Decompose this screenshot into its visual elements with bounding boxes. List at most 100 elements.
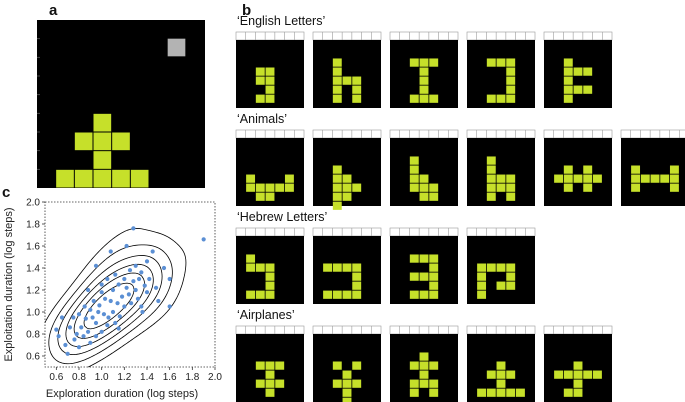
scatter-point <box>117 314 122 319</box>
scatter-point <box>59 315 65 320</box>
shape-cell <box>352 272 362 281</box>
scatter-point <box>113 320 118 326</box>
scatter-point <box>56 334 61 339</box>
shape-cell <box>419 67 429 76</box>
category-label: ‘Hebrew Letters’ <box>237 210 328 224</box>
shape-cell <box>631 183 641 192</box>
shape-cell <box>409 165 419 174</box>
scatter-point <box>82 304 87 309</box>
shape-cell <box>554 370 564 379</box>
scatter-point <box>133 263 138 268</box>
shape-cell <box>477 388 487 397</box>
shape-board <box>235 325 305 402</box>
shape-cell <box>419 94 429 103</box>
scatter-point <box>142 283 147 288</box>
scatter-point <box>126 292 131 297</box>
scatter-point <box>115 301 120 306</box>
shape-cell <box>265 76 275 85</box>
shape-cell <box>419 76 429 85</box>
shape-cell <box>265 192 275 201</box>
scatter-point <box>201 237 206 242</box>
scatter-point <box>140 309 145 315</box>
shape-cell <box>265 263 275 272</box>
scatter-point <box>136 276 142 282</box>
density-contour <box>44 228 187 368</box>
scatter-point <box>133 287 138 293</box>
shape-cell <box>496 94 506 103</box>
shape-cell <box>275 379 285 388</box>
shape-cell <box>112 132 130 151</box>
scatter-point <box>99 290 104 295</box>
scatter-point <box>167 304 172 309</box>
scatter-point <box>83 316 88 321</box>
shape-cell <box>563 58 573 67</box>
shape-cell <box>563 85 573 94</box>
shape-cell <box>563 76 573 85</box>
shape-board <box>466 31 536 108</box>
shape-cell <box>583 165 593 174</box>
y-tick-label: 1.6 <box>26 242 40 253</box>
category-label: ‘Airplanes’ <box>237 308 295 322</box>
scatter-point <box>76 312 82 317</box>
shape-cell <box>496 58 506 67</box>
y-tick-label: 1.4 <box>26 264 40 275</box>
shape-cell <box>352 290 362 299</box>
shape-board <box>466 325 536 402</box>
shape-cell <box>93 132 112 151</box>
shape-cell <box>429 388 439 397</box>
shape-cell <box>563 174 573 183</box>
shape-cell <box>429 272 439 281</box>
shape-cell <box>284 183 294 192</box>
shape-board <box>543 129 613 206</box>
scatter-point <box>79 325 84 330</box>
shape-cell <box>573 85 583 94</box>
shape-cell <box>332 85 342 94</box>
panel-label-b: b <box>242 2 252 19</box>
y-tick-label: 0.8 <box>26 330 40 341</box>
shape-cell <box>631 174 641 183</box>
scatter-point <box>101 312 107 317</box>
y-tick-label: 1.2 <box>26 286 40 297</box>
shape-cell <box>419 361 429 370</box>
shape-cell <box>496 174 506 183</box>
shape-cell <box>255 67 265 76</box>
shape-cell <box>352 361 362 370</box>
scatter-point <box>85 329 91 334</box>
shape-cell <box>332 58 342 67</box>
scatter-point <box>127 268 133 273</box>
shape-cell <box>506 67 516 76</box>
shape-cell <box>409 94 419 103</box>
shape-cell <box>419 352 429 361</box>
shape-cell <box>342 76 352 85</box>
shape-cell <box>496 281 506 290</box>
shape-cell <box>332 165 342 174</box>
shape-cell <box>506 58 516 67</box>
shape-cell <box>429 58 439 67</box>
shape-cell <box>573 388 583 397</box>
shape-cell <box>93 113 112 132</box>
shape-cell <box>429 192 439 201</box>
shape-cell <box>496 183 506 192</box>
y-tick-label: 1.8 <box>26 220 40 231</box>
shape-cell <box>332 263 342 272</box>
shape-cell <box>255 379 265 388</box>
shape-cell <box>477 281 487 290</box>
shape-cell <box>352 379 362 388</box>
shape-cell <box>583 370 593 379</box>
shape-cell <box>332 183 342 192</box>
shape-cell <box>477 272 487 281</box>
scatter-point <box>74 331 79 337</box>
board-background <box>467 138 535 206</box>
shape-cell <box>409 361 419 370</box>
scatter-point <box>88 340 93 345</box>
shape-cell <box>323 290 333 299</box>
scatter-point <box>97 303 102 308</box>
shape-cell <box>265 361 275 370</box>
scatter-point <box>110 287 116 293</box>
scatter-point <box>91 298 96 304</box>
shape-cell <box>583 85 593 94</box>
shape-cell <box>409 156 419 165</box>
scatter-point <box>88 307 93 312</box>
shape-cell <box>255 290 265 299</box>
shape-cell <box>563 388 573 397</box>
